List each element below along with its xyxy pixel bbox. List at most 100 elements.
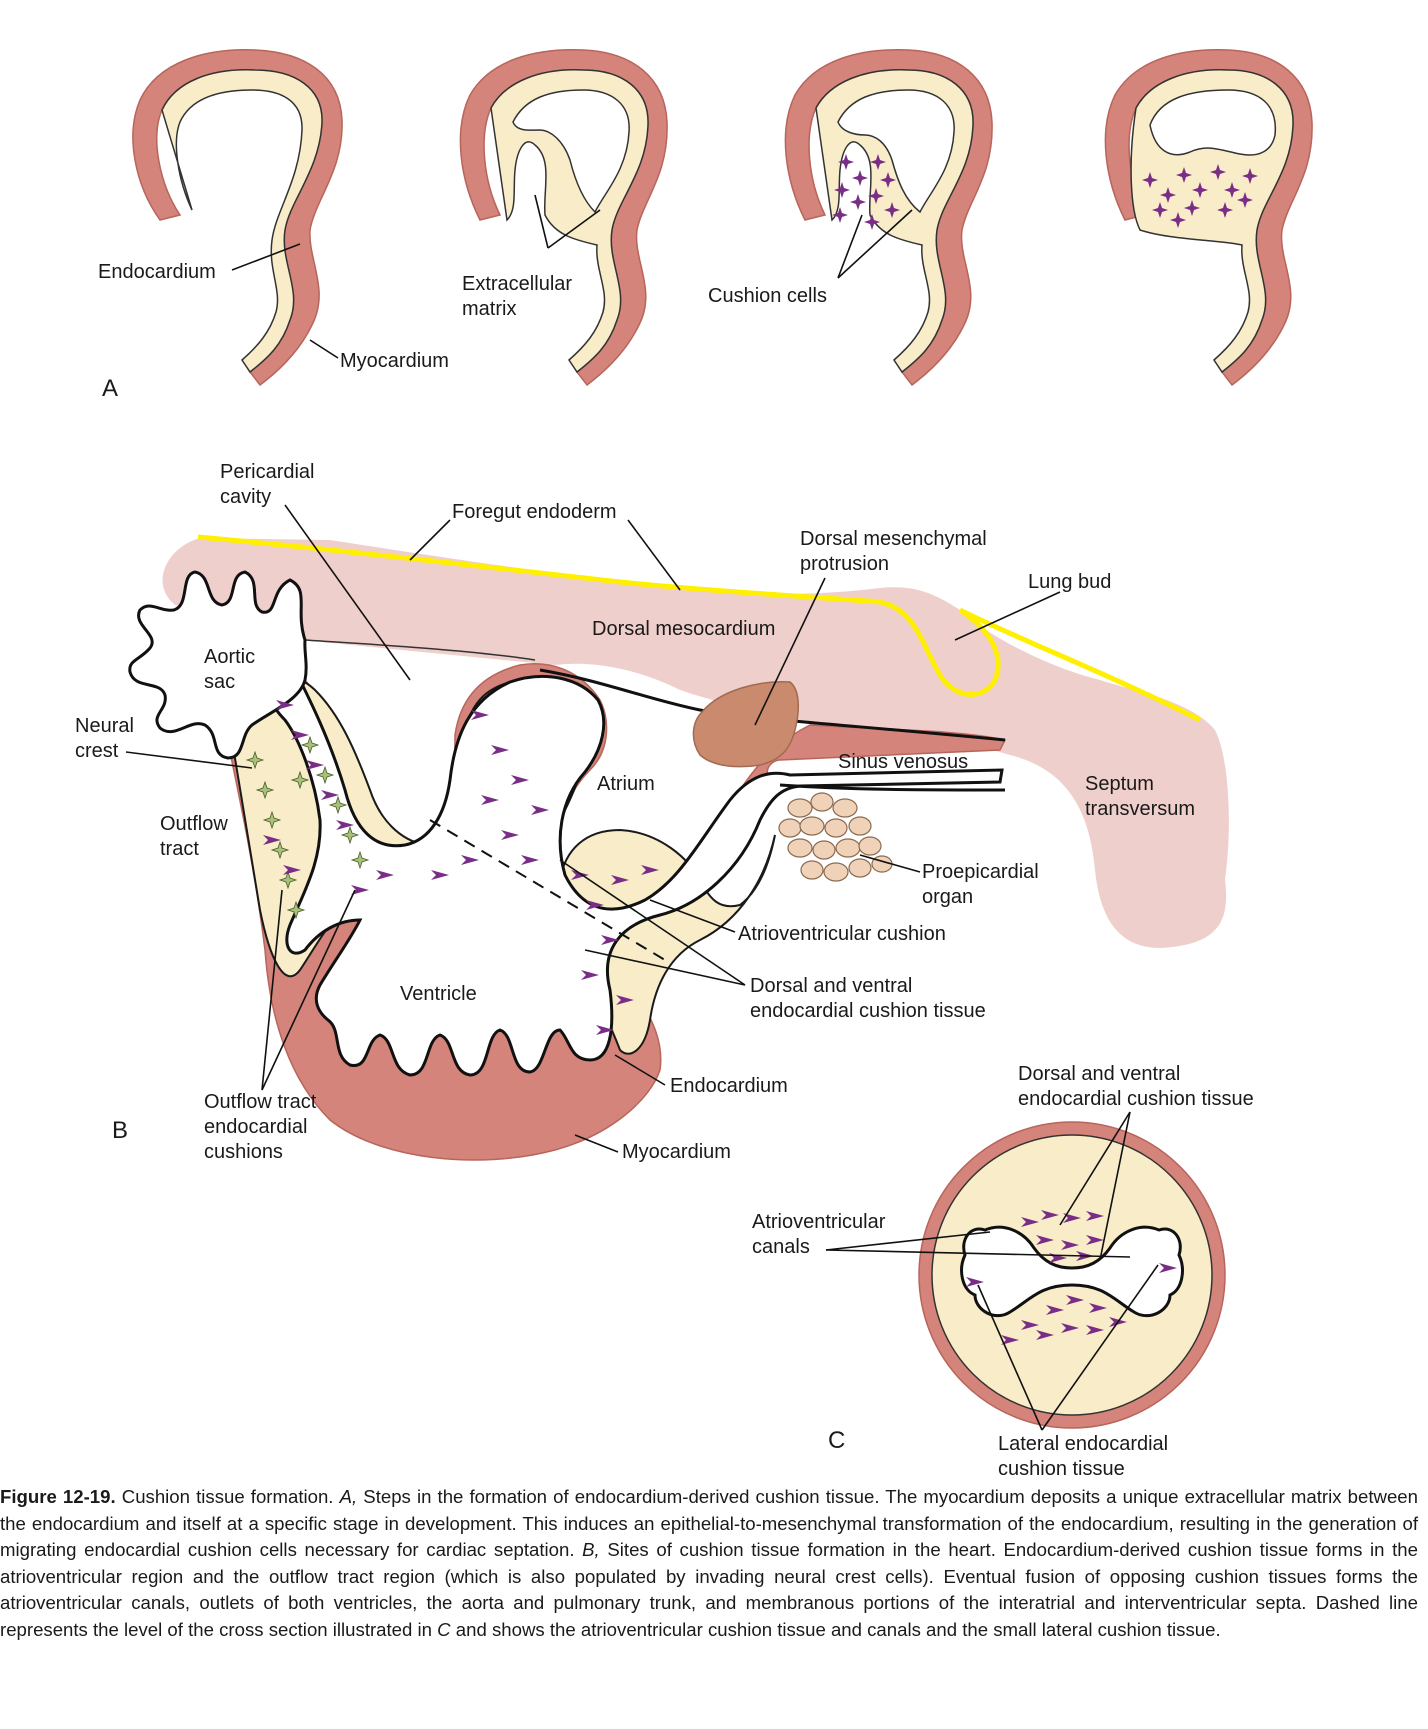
- panel-letter-b: B: [112, 1117, 128, 1144]
- foregut-endoderm-line: [197, 534, 1202, 723]
- panel-a-stage-3: [784, 49, 993, 387]
- label-neural-crest: Neural crest: [75, 715, 139, 762]
- leader-line: [977, 1284, 1043, 1431]
- leader-line: [574, 1134, 619, 1153]
- leader-line: [627, 519, 681, 591]
- caption-text: Cushion tissue formation.: [115, 1486, 340, 1507]
- leader-line: [231, 243, 301, 271]
- caption-text: and shows the atrioventricular cushion t…: [450, 1618, 1221, 1640]
- leader-line: [649, 899, 736, 933]
- label-proepicardial-organ: Proepicardial organ: [922, 861, 1044, 908]
- label-line: endocardial cushion tissue: [750, 1000, 986, 1022]
- label-line: matrix: [462, 298, 516, 320]
- label-atrium: Atrium: [597, 773, 655, 795]
- label-line: transversum: [1085, 798, 1195, 820]
- label-septum-transversum: Septum transversum: [1085, 773, 1195, 820]
- caption-panel-ref: A,: [339, 1486, 358, 1507]
- label-dorsal-mesenchymal-protrusion: Dorsal mesenchymal protrusion: [800, 528, 992, 575]
- label-line: Atrioventricular: [752, 1211, 886, 1233]
- leader-line: [859, 854, 921, 873]
- label-dorsal-ventral-cushion-b: Dorsal and ventral endocardial cushion t…: [750, 975, 986, 1022]
- leader-line: [284, 504, 411, 681]
- label-ventricle: Ventricle: [400, 983, 477, 1005]
- label-dorsal-ventral-cushion-c: Dorsal and ventral endocardial cushion t…: [1018, 1063, 1254, 1110]
- label-line: Dorsal and ventral: [750, 975, 912, 997]
- label-outflow-tract-cushions: Outflow tract endocardial cushions: [204, 1091, 322, 1163]
- label-endocardium-b: Endocardium: [670, 1075, 788, 1097]
- panel-a: Endocardium Myocardium Extracellular mat…: [98, 49, 1313, 402]
- label-line: Dorsal and ventral: [1018, 1063, 1180, 1085]
- leader-line: [754, 577, 826, 726]
- pericardial-cavity-line: [304, 639, 536, 661]
- label-dorsal-mesocardium: Dorsal mesocardium: [592, 618, 775, 640]
- label-line: endocardial: [204, 1116, 307, 1138]
- leader-line: [309, 339, 339, 359]
- heart-endocardium-lumen: [268, 667, 1004, 1077]
- panel-letter-c: C: [828, 1427, 845, 1454]
- caption-panel-ref: B,: [582, 1539, 600, 1561]
- leader-line: [825, 1249, 1131, 1258]
- leader-line: [125, 751, 253, 769]
- label-line: cushion tissue: [998, 1458, 1125, 1480]
- dorsal-mesoderm: [162, 538, 1229, 948]
- panel-a-stage-4: [1104, 49, 1313, 387]
- label-line: cavity: [220, 486, 271, 508]
- label-endocardium-a: Endocardium: [98, 261, 216, 283]
- label-lateral-cushion: Lateral endocardial cushion tissue: [998, 1433, 1174, 1480]
- panel-letter-a: A: [102, 375, 118, 402]
- atrioventricular-canals-lumen: [960, 1225, 1184, 1318]
- proepicardial-organ: [778, 792, 893, 882]
- leader-line: [1099, 1111, 1131, 1261]
- label-line: crest: [75, 740, 119, 762]
- panel-b: Pericardial cavity Foregut endoderm Dors…: [75, 461, 1229, 1163]
- panel-a-stage-1: [132, 49, 343, 387]
- figure-number: Figure 12-19.: [0, 1486, 116, 1507]
- leader-line: [547, 209, 601, 249]
- leader-line: [837, 209, 913, 279]
- leader-line: [614, 1054, 666, 1086]
- label-line: tract: [160, 838, 199, 860]
- dorsal-mesenchymal-protrusion: [692, 681, 800, 768]
- label-line: Septum: [1085, 773, 1154, 795]
- caption-text: Steps in the formation of endocardium-de…: [0, 1486, 1418, 1561]
- label-aortic-sac: Aortic sac: [204, 646, 261, 693]
- label-extracellular-matrix: Extracellular matrix: [462, 273, 578, 320]
- panel-c: Dorsal and ventral endocardial cushion t…: [752, 1063, 1254, 1480]
- label-lung-bud: Lung bud: [1028, 571, 1111, 593]
- label-line: Outflow tract: [204, 1091, 317, 1113]
- label-sinus-venosus: Sinus venosus: [838, 751, 968, 773]
- caption-panel-ref: C: [437, 1618, 451, 1640]
- label-cushion-cells: Cushion cells: [708, 285, 827, 307]
- label-myocardium-a: Myocardium: [340, 350, 449, 372]
- leader-line: [261, 889, 283, 1091]
- leader-line: [954, 591, 1061, 641]
- label-foregut-endoderm: Foregut endoderm: [452, 501, 617, 523]
- label-line: Outflow: [160, 813, 228, 835]
- leader-line: [409, 519, 451, 561]
- label-line: canals: [752, 1236, 810, 1258]
- label-line: Aortic: [204, 646, 255, 668]
- figure-caption: Figure 12-19. Cushion tissue formation. …: [0, 1484, 1418, 1644]
- leader-line: [1059, 1111, 1131, 1226]
- label-line: Extracellular: [462, 273, 572, 295]
- label-line: Dorsal mesenchymal: [800, 528, 987, 550]
- label-line: cushions: [204, 1141, 283, 1163]
- label-line: organ: [922, 886, 973, 908]
- panel-a-stage-2: [459, 49, 668, 387]
- label-myocardium-b: Myocardium: [622, 1141, 731, 1163]
- leader-line: [825, 1231, 991, 1251]
- label-line: Neural: [75, 715, 134, 737]
- label-line: protrusion: [800, 553, 889, 575]
- leader-line: [534, 194, 549, 249]
- leader-line: [584, 949, 746, 986]
- cushion-tissue-diagram: Endocardium Myocardium Extracellular mat…: [75, 49, 1313, 1480]
- aortic-sac: [128, 570, 308, 760]
- leader-line: [559, 859, 746, 986]
- leader-line: [1041, 1264, 1159, 1431]
- leader-line: [261, 889, 356, 1091]
- cross-section-dashed-line: [429, 819, 666, 961]
- label-line: sac: [204, 671, 235, 693]
- label-atrioventricular-canals: Atrioventricular canals: [752, 1211, 891, 1258]
- label-pericardial-cavity: Pericardial cavity: [220, 461, 320, 508]
- label-line: Proepicardial: [922, 861, 1039, 883]
